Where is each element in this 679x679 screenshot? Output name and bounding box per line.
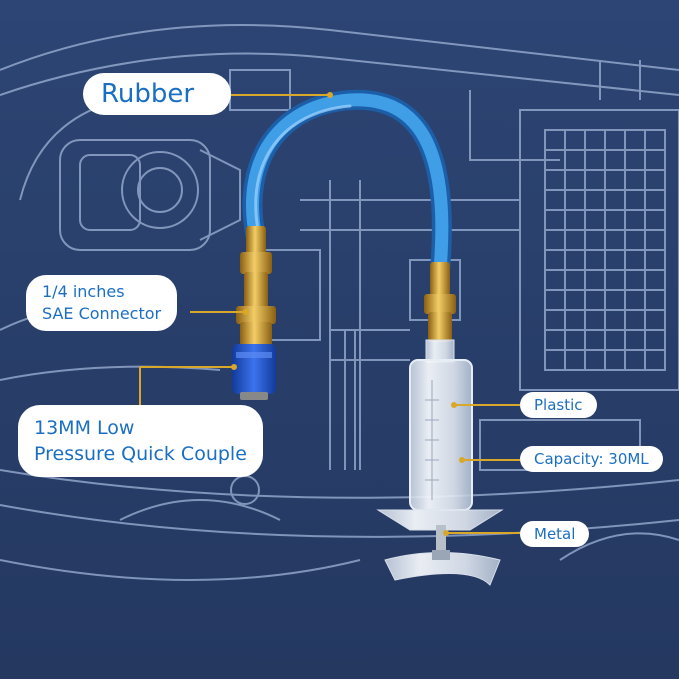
leader-lines	[139, 94, 520, 534]
label-plastic: Plastic	[520, 392, 597, 418]
label-rubber: Rubber	[83, 73, 231, 115]
label-sae-connector: 1/4 inches SAE Connector	[26, 275, 178, 331]
label-capacity: Capacity: 30ML	[520, 446, 663, 472]
label-quick-coupler-line1: 13MM Low	[34, 417, 135, 439]
sae-connector	[236, 226, 276, 346]
right-fitting	[424, 262, 456, 342]
label-sae-connector-line1: 1/4 inches	[42, 282, 125, 301]
label-quick-coupler-line2: Pressure Quick Couple	[34, 443, 247, 465]
label-quick-coupler: 13MM Low Pressure Quick Couple	[18, 405, 263, 477]
label-metal: Metal	[520, 521, 590, 547]
label-sae-connector-line2: SAE Connector	[42, 304, 162, 323]
quick-coupler	[232, 344, 276, 400]
injector-syringe	[376, 339, 504, 586]
